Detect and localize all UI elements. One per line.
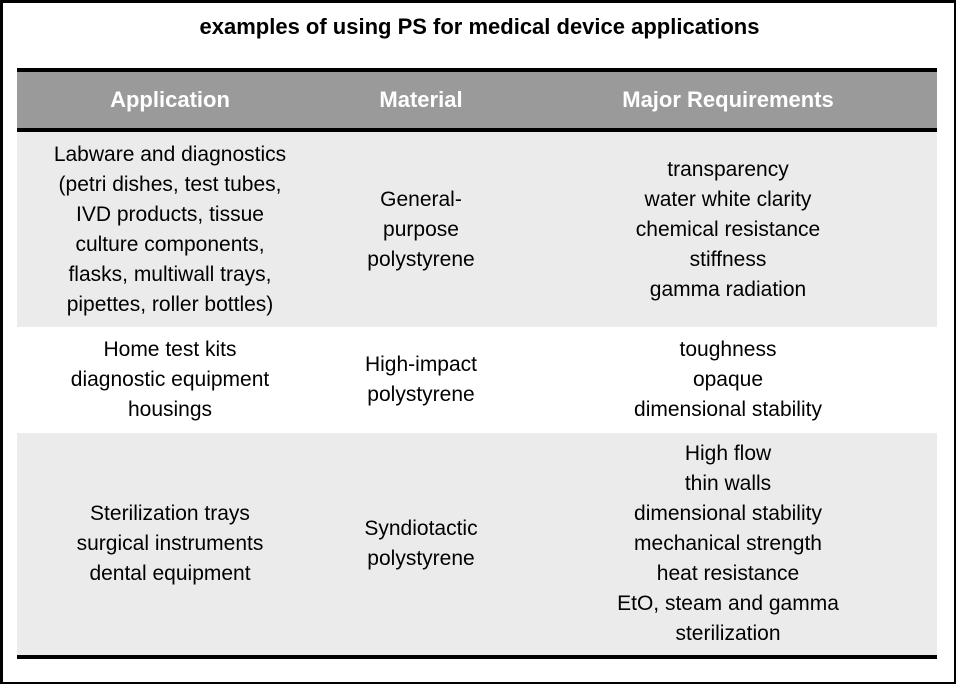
- cell-line: stiffness: [689, 247, 767, 271]
- cell-line: purpose: [383, 217, 459, 241]
- table-row: Labware and diagnostics (petri dishes, t…: [17, 132, 937, 327]
- cell-requirements: transparency water white clarity chemica…: [519, 155, 937, 305]
- cell-requirements: High flow thin walls dimensional stabili…: [519, 439, 937, 649]
- cell-line: housings: [127, 398, 213, 421]
- cell-line: heat resistance: [656, 562, 800, 585]
- cell-line: chemical resistance: [635, 217, 821, 241]
- cell-line: Syndiotactic: [364, 517, 478, 540]
- cell-line: dimensional stability: [634, 398, 822, 421]
- cell-line: High flow: [684, 442, 772, 465]
- cell-line: water white clarity: [644, 187, 812, 211]
- applications-table: Application Material Major Requirements …: [17, 68, 937, 659]
- cell-line: Home test kits: [103, 338, 237, 361]
- cell-material: High-impact polystyrene: [323, 350, 519, 410]
- cell-line: General-: [380, 187, 462, 211]
- header-requirements: Major Requirements: [622, 87, 834, 112]
- table-row: Home test kits diagnostic equipment hous…: [17, 327, 937, 433]
- cell-line: (petri dishes, test tubes,: [58, 172, 282, 196]
- cell-application: Sterilization trays surgical instruments…: [17, 499, 323, 589]
- table-header-row: Application Material Major Requirements: [17, 68, 937, 132]
- header-application: Application: [110, 87, 230, 112]
- cell-line: polystyrene: [367, 247, 475, 271]
- cell-material: General- purpose polystyrene: [323, 185, 519, 275]
- cell-line: IVD products, tissue: [76, 202, 264, 226]
- cell-line: dimensional stability: [634, 502, 822, 525]
- figure-title: examples of using PS for medical device …: [199, 14, 760, 39]
- cell-line: polystyrene: [367, 547, 475, 570]
- cell-line: mechanical strength: [634, 532, 822, 555]
- cell-line: dental equipment: [89, 562, 251, 585]
- cell-line: Sterilization trays: [90, 502, 250, 525]
- table-row: Sterilization trays surgical instruments…: [17, 433, 937, 659]
- cell-line: toughness: [679, 338, 777, 361]
- cell-requirements: toughness opaque dimensional stability: [519, 335, 937, 425]
- cell-line: gamma radiation: [649, 277, 807, 301]
- cell-line: surgical instruments: [76, 532, 264, 555]
- cell-application: Labware and diagnostics (petri dishes, t…: [17, 140, 323, 320]
- cell-line: thin walls: [684, 472, 772, 495]
- cell-line: diagnostic equipment: [70, 368, 270, 391]
- cell-material: Syndiotactic polystyrene: [323, 514, 519, 574]
- cell-line: High-impact: [364, 353, 478, 376]
- cell-line: culture components,: [75, 232, 265, 256]
- cell-line: EtO, steam and gamma: [617, 592, 839, 615]
- cell-line: opaque: [692, 368, 764, 391]
- cell-line: flasks, multiwall trays,: [68, 262, 272, 286]
- cell-line: pipettes, roller bottles): [66, 292, 274, 316]
- cell-line: sterilization: [675, 622, 781, 645]
- cell-line: polystyrene: [367, 383, 475, 406]
- cell-line: transparency: [667, 157, 789, 181]
- header-material: Material: [379, 87, 463, 112]
- cell-application: Home test kits diagnostic equipment hous…: [17, 335, 323, 425]
- cell-line: Labware and diagnostics: [53, 142, 287, 166]
